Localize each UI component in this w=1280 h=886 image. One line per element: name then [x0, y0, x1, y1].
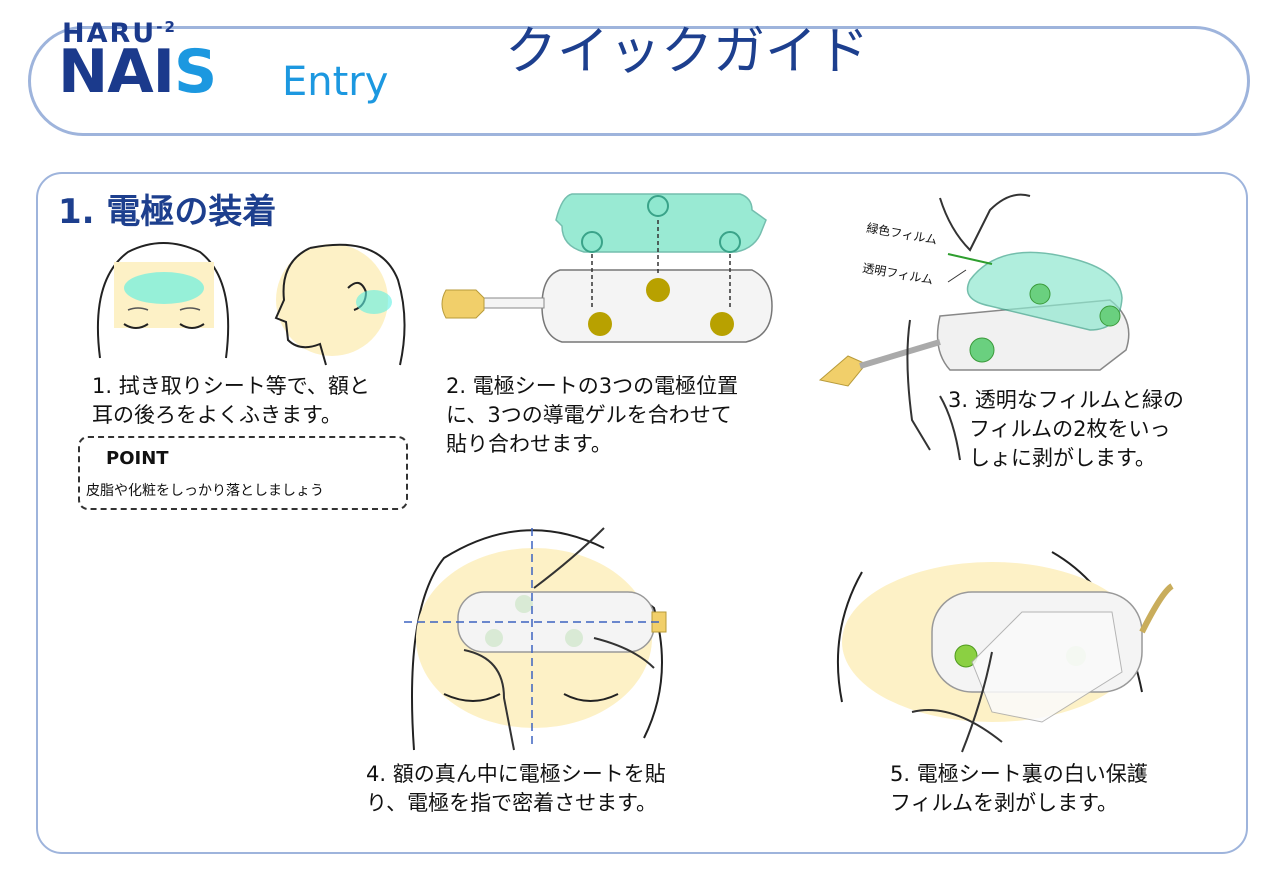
logo-nais-text: NAIS [58, 37, 217, 107]
point-text: 皮脂や化粧をしっかり落としましょう [86, 483, 324, 499]
electrode-sheet-illustration [441, 193, 773, 343]
head-side-illustration [274, 243, 406, 366]
step-3-caption: 3. 透明なフィルムと緑の フィルムの2枚をいっ しょに剥がします。 [948, 388, 1184, 470]
header-banner [28, 26, 1250, 136]
face-front-illustration [96, 242, 230, 359]
step-4-caption: 4. 額の真ん中に電極シートを貼 り、電極を指で密着させます。 [366, 762, 666, 815]
step-5-caption: 5. 電極シート裏の白い保護 フィルムを剥がします。 [890, 762, 1148, 815]
step-2-caption: 2. 電極シートの3つの電極位置 に、3つの導電ゲルを合わせて 貼り合わせます。 [446, 374, 739, 456]
point-callout: POINT 皮脂や化粧をしっかり落としましょう [78, 436, 408, 510]
logo-entry-text: Entry [282, 59, 389, 105]
point-title: POINT [106, 448, 169, 469]
section-title: 1. 電極の装着 [58, 192, 277, 232]
page-title: クイックガイド [505, 22, 870, 82]
forehead-apply-illustration [404, 527, 667, 751]
peel-protection-illustration [837, 551, 1174, 753]
logo-haru-text: HARU-2 [62, 18, 177, 49]
step-1-caption: 1. 拭き取りシート等で、額と 耳の後ろをよくふきます。 [92, 374, 370, 427]
peel-film-illustration [818, 193, 1130, 461]
